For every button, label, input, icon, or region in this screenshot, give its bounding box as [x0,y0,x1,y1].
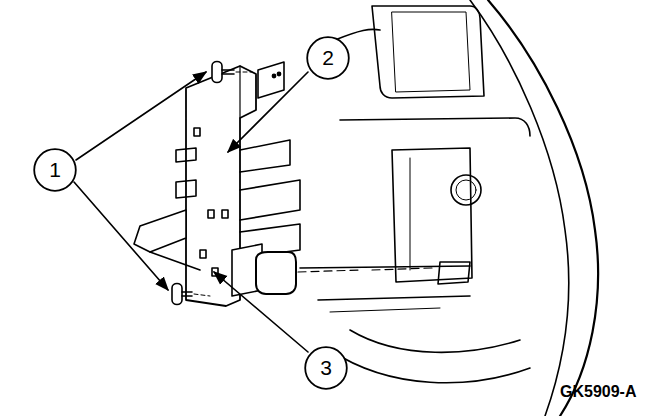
callout-circle: 1 [33,148,77,192]
callout-circle: 2 [306,36,350,80]
figure-code: GK5909-A [560,383,636,401]
callout-number: 1 [33,148,77,192]
callout-number: 3 [304,346,348,390]
callout-number: 2 [306,36,350,80]
callout-circle: 3 [304,346,348,390]
